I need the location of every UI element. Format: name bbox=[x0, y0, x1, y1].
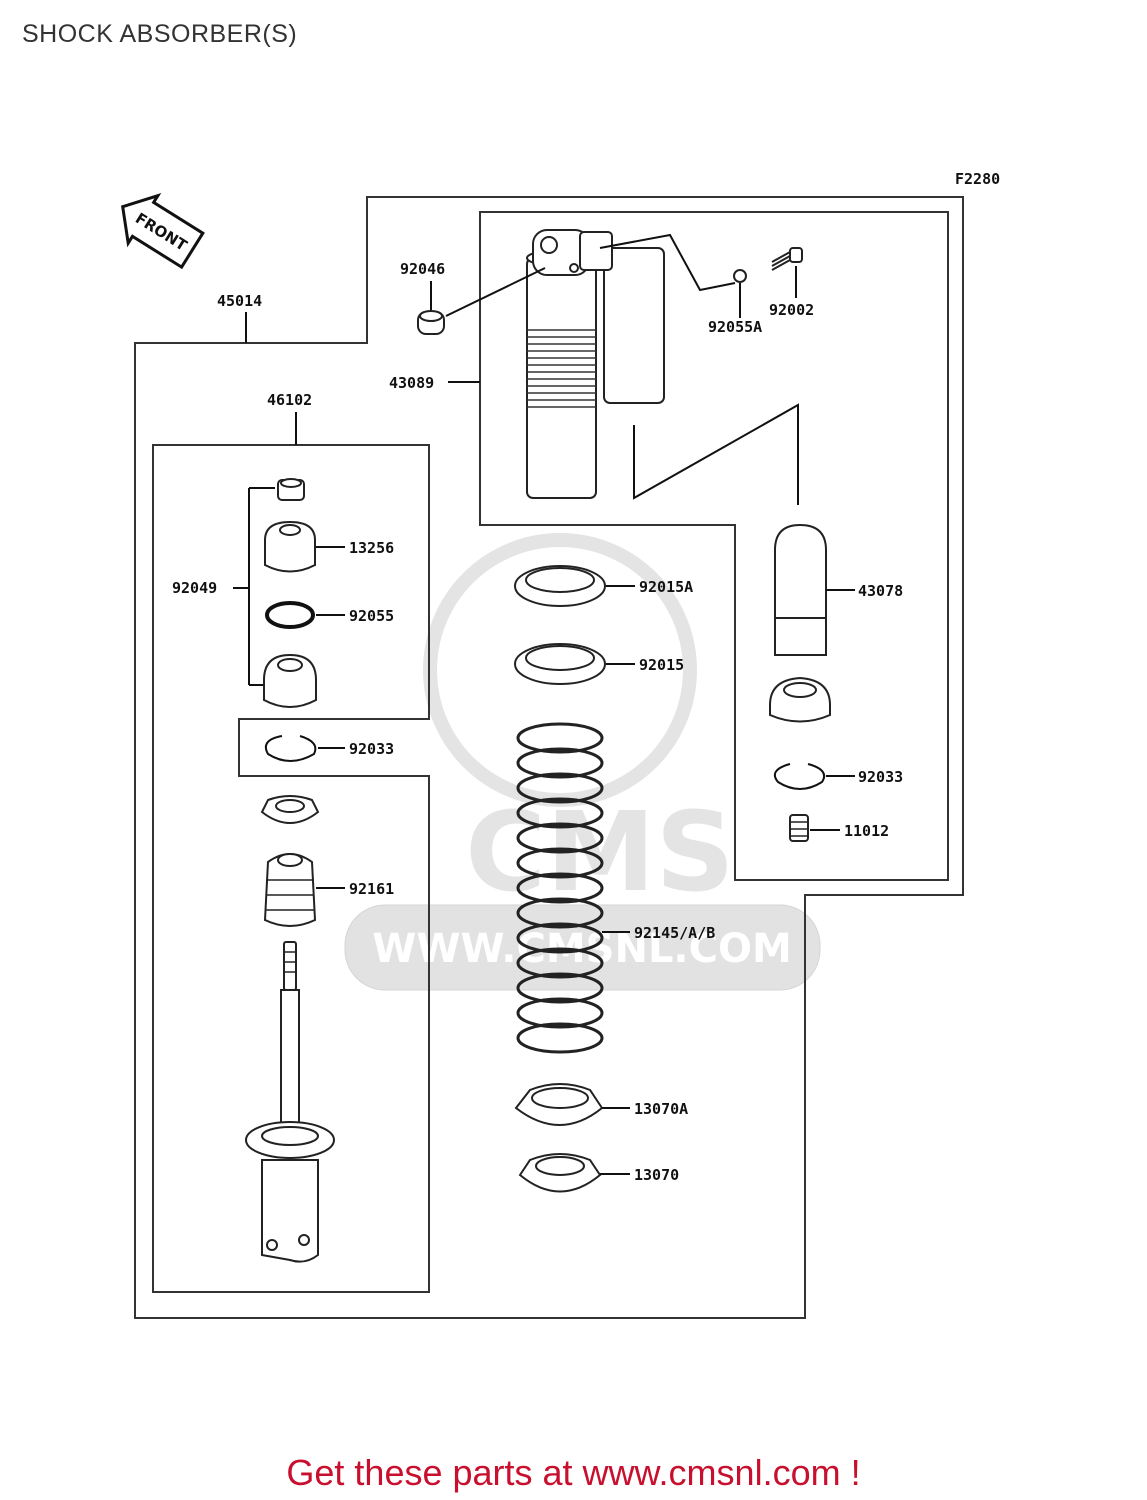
part-label-92145[interactable]: 92145/A/B bbox=[634, 924, 715, 942]
bladder-43078 bbox=[774, 523, 827, 656]
locknut-92015A bbox=[514, 565, 606, 607]
front-arrow-icon: FRONT bbox=[121, 193, 205, 270]
part-label-13070[interactable]: 13070 bbox=[634, 1166, 679, 1184]
figure-code: F2280 bbox=[955, 170, 1000, 188]
shock-body-43089 bbox=[526, 229, 665, 499]
part-label-92015[interactable]: 92015 bbox=[639, 656, 684, 674]
seal-13256 bbox=[264, 520, 316, 573]
nut-top bbox=[277, 478, 305, 501]
bushing-92046 bbox=[417, 310, 445, 335]
locknut-92015 bbox=[514, 643, 606, 685]
spring-seat-13070A bbox=[514, 1083, 604, 1126]
part-label-92055A[interactable]: 92055A bbox=[708, 318, 762, 336]
piston-rod bbox=[245, 941, 335, 1263]
assembly-outline-45014 bbox=[134, 196, 964, 1319]
part-label-11012[interactable]: 11012 bbox=[844, 822, 889, 840]
valve-11012 bbox=[789, 814, 809, 842]
part-label-43089[interactable]: 43089 bbox=[389, 374, 434, 392]
part-label-13070A[interactable]: 13070A bbox=[634, 1100, 688, 1118]
bumper-92161 bbox=[263, 853, 317, 927]
circlip-92033-left bbox=[264, 735, 317, 762]
part-label-13256[interactable]: 13256 bbox=[349, 539, 394, 557]
seal-cap bbox=[260, 795, 320, 824]
assembly-outline-46102 bbox=[152, 444, 430, 1293]
assembly-outline-43089 bbox=[479, 211, 949, 881]
circlip-92033-right bbox=[774, 763, 826, 790]
footer-shop-link[interactable]: Get these parts at www.cmsnl.com ! bbox=[286, 1452, 861, 1493]
part-label-92161[interactable]: 92161 bbox=[349, 880, 394, 898]
part-label-43078[interactable]: 43078 bbox=[858, 582, 903, 600]
bolt-92002 bbox=[771, 247, 803, 271]
part-label-92033-right[interactable]: 92033 bbox=[858, 768, 903, 786]
part-label-92033-left[interactable]: 92033 bbox=[349, 740, 394, 758]
part-label-92055[interactable]: 92055 bbox=[349, 607, 394, 625]
watermark: WWW.CMSNL.COM CMS bbox=[344, 533, 821, 991]
page-title: SHOCK ABSORBER(S) bbox=[22, 20, 298, 48]
piston-bottom bbox=[263, 653, 317, 708]
oring-92055 bbox=[265, 601, 315, 629]
oring-92055A bbox=[733, 269, 747, 283]
part-label-46102[interactable]: 46102 bbox=[267, 391, 312, 409]
part-label-92049[interactable]: 92049 bbox=[172, 579, 217, 597]
parts-diagram: WWW.CMSNL.COM CMS FRONT F2280 bbox=[121, 170, 1000, 1319]
part-label-92015A[interactable]: 92015A bbox=[639, 578, 693, 596]
part-label-92046[interactable]: 92046 bbox=[400, 260, 445, 278]
reservoir-cap bbox=[769, 676, 831, 723]
spring-92145 bbox=[516, 722, 604, 1054]
part-label-45014[interactable]: 45014 bbox=[217, 292, 262, 310]
part-label-92002[interactable]: 92002 bbox=[769, 301, 814, 319]
spring-seat-13070 bbox=[518, 1153, 602, 1193]
